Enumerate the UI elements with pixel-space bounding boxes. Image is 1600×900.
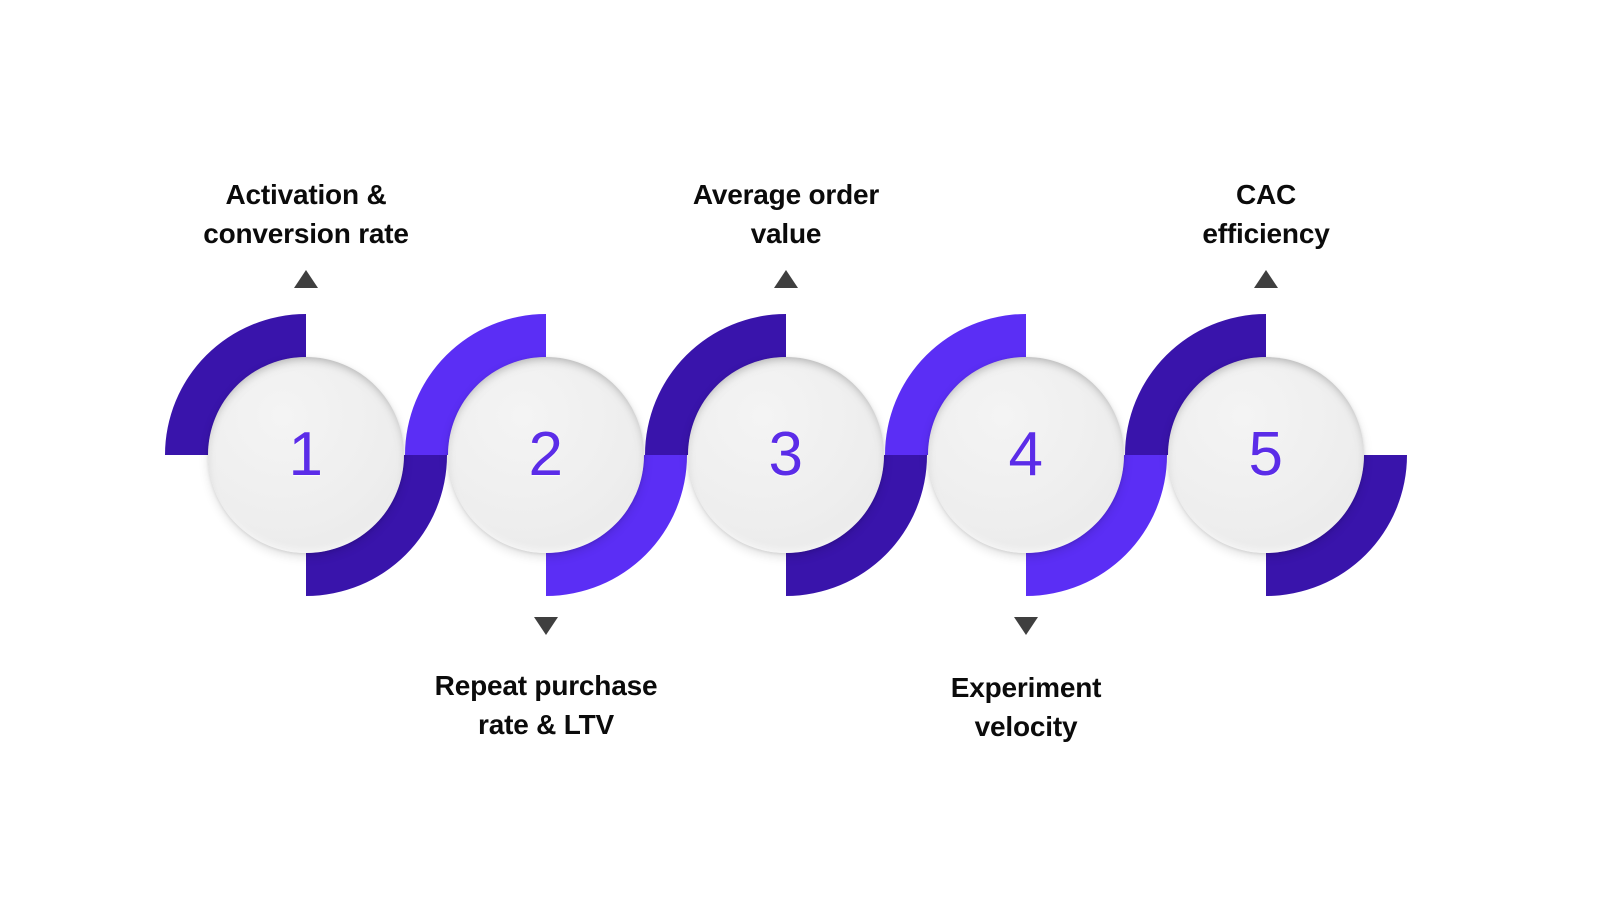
step-circle-5[interactable]: 5 bbox=[1168, 357, 1364, 553]
step-number-2: 2 bbox=[528, 420, 564, 489]
up-triangle-icon bbox=[774, 270, 798, 288]
step-number-4: 4 bbox=[1008, 420, 1044, 489]
step-label-2: Repeat purchase rate & LTV bbox=[434, 670, 658, 741]
up-triangle-icon bbox=[294, 270, 318, 288]
step-circle-4[interactable]: 4 bbox=[928, 357, 1124, 553]
step-number-3: 3 bbox=[768, 420, 804, 489]
step-label-5: CAC efficiency bbox=[1202, 179, 1330, 250]
down-triangle-icon bbox=[1014, 617, 1038, 635]
step-circle-2[interactable]: 2 bbox=[448, 357, 644, 553]
down-triangle-icon bbox=[534, 617, 558, 635]
step-circle-3[interactable]: 3 bbox=[688, 357, 884, 553]
step-circle-1[interactable]: 1 bbox=[208, 357, 404, 553]
step-label-4: Experiment velocity bbox=[950, 672, 1102, 743]
step-number-1: 1 bbox=[288, 420, 324, 489]
step-label-3: Average order value bbox=[692, 179, 880, 250]
step-label-1: Activation & conversion rate bbox=[203, 179, 409, 250]
up-triangle-icon bbox=[1254, 270, 1278, 288]
step-number-5: 5 bbox=[1248, 420, 1284, 489]
